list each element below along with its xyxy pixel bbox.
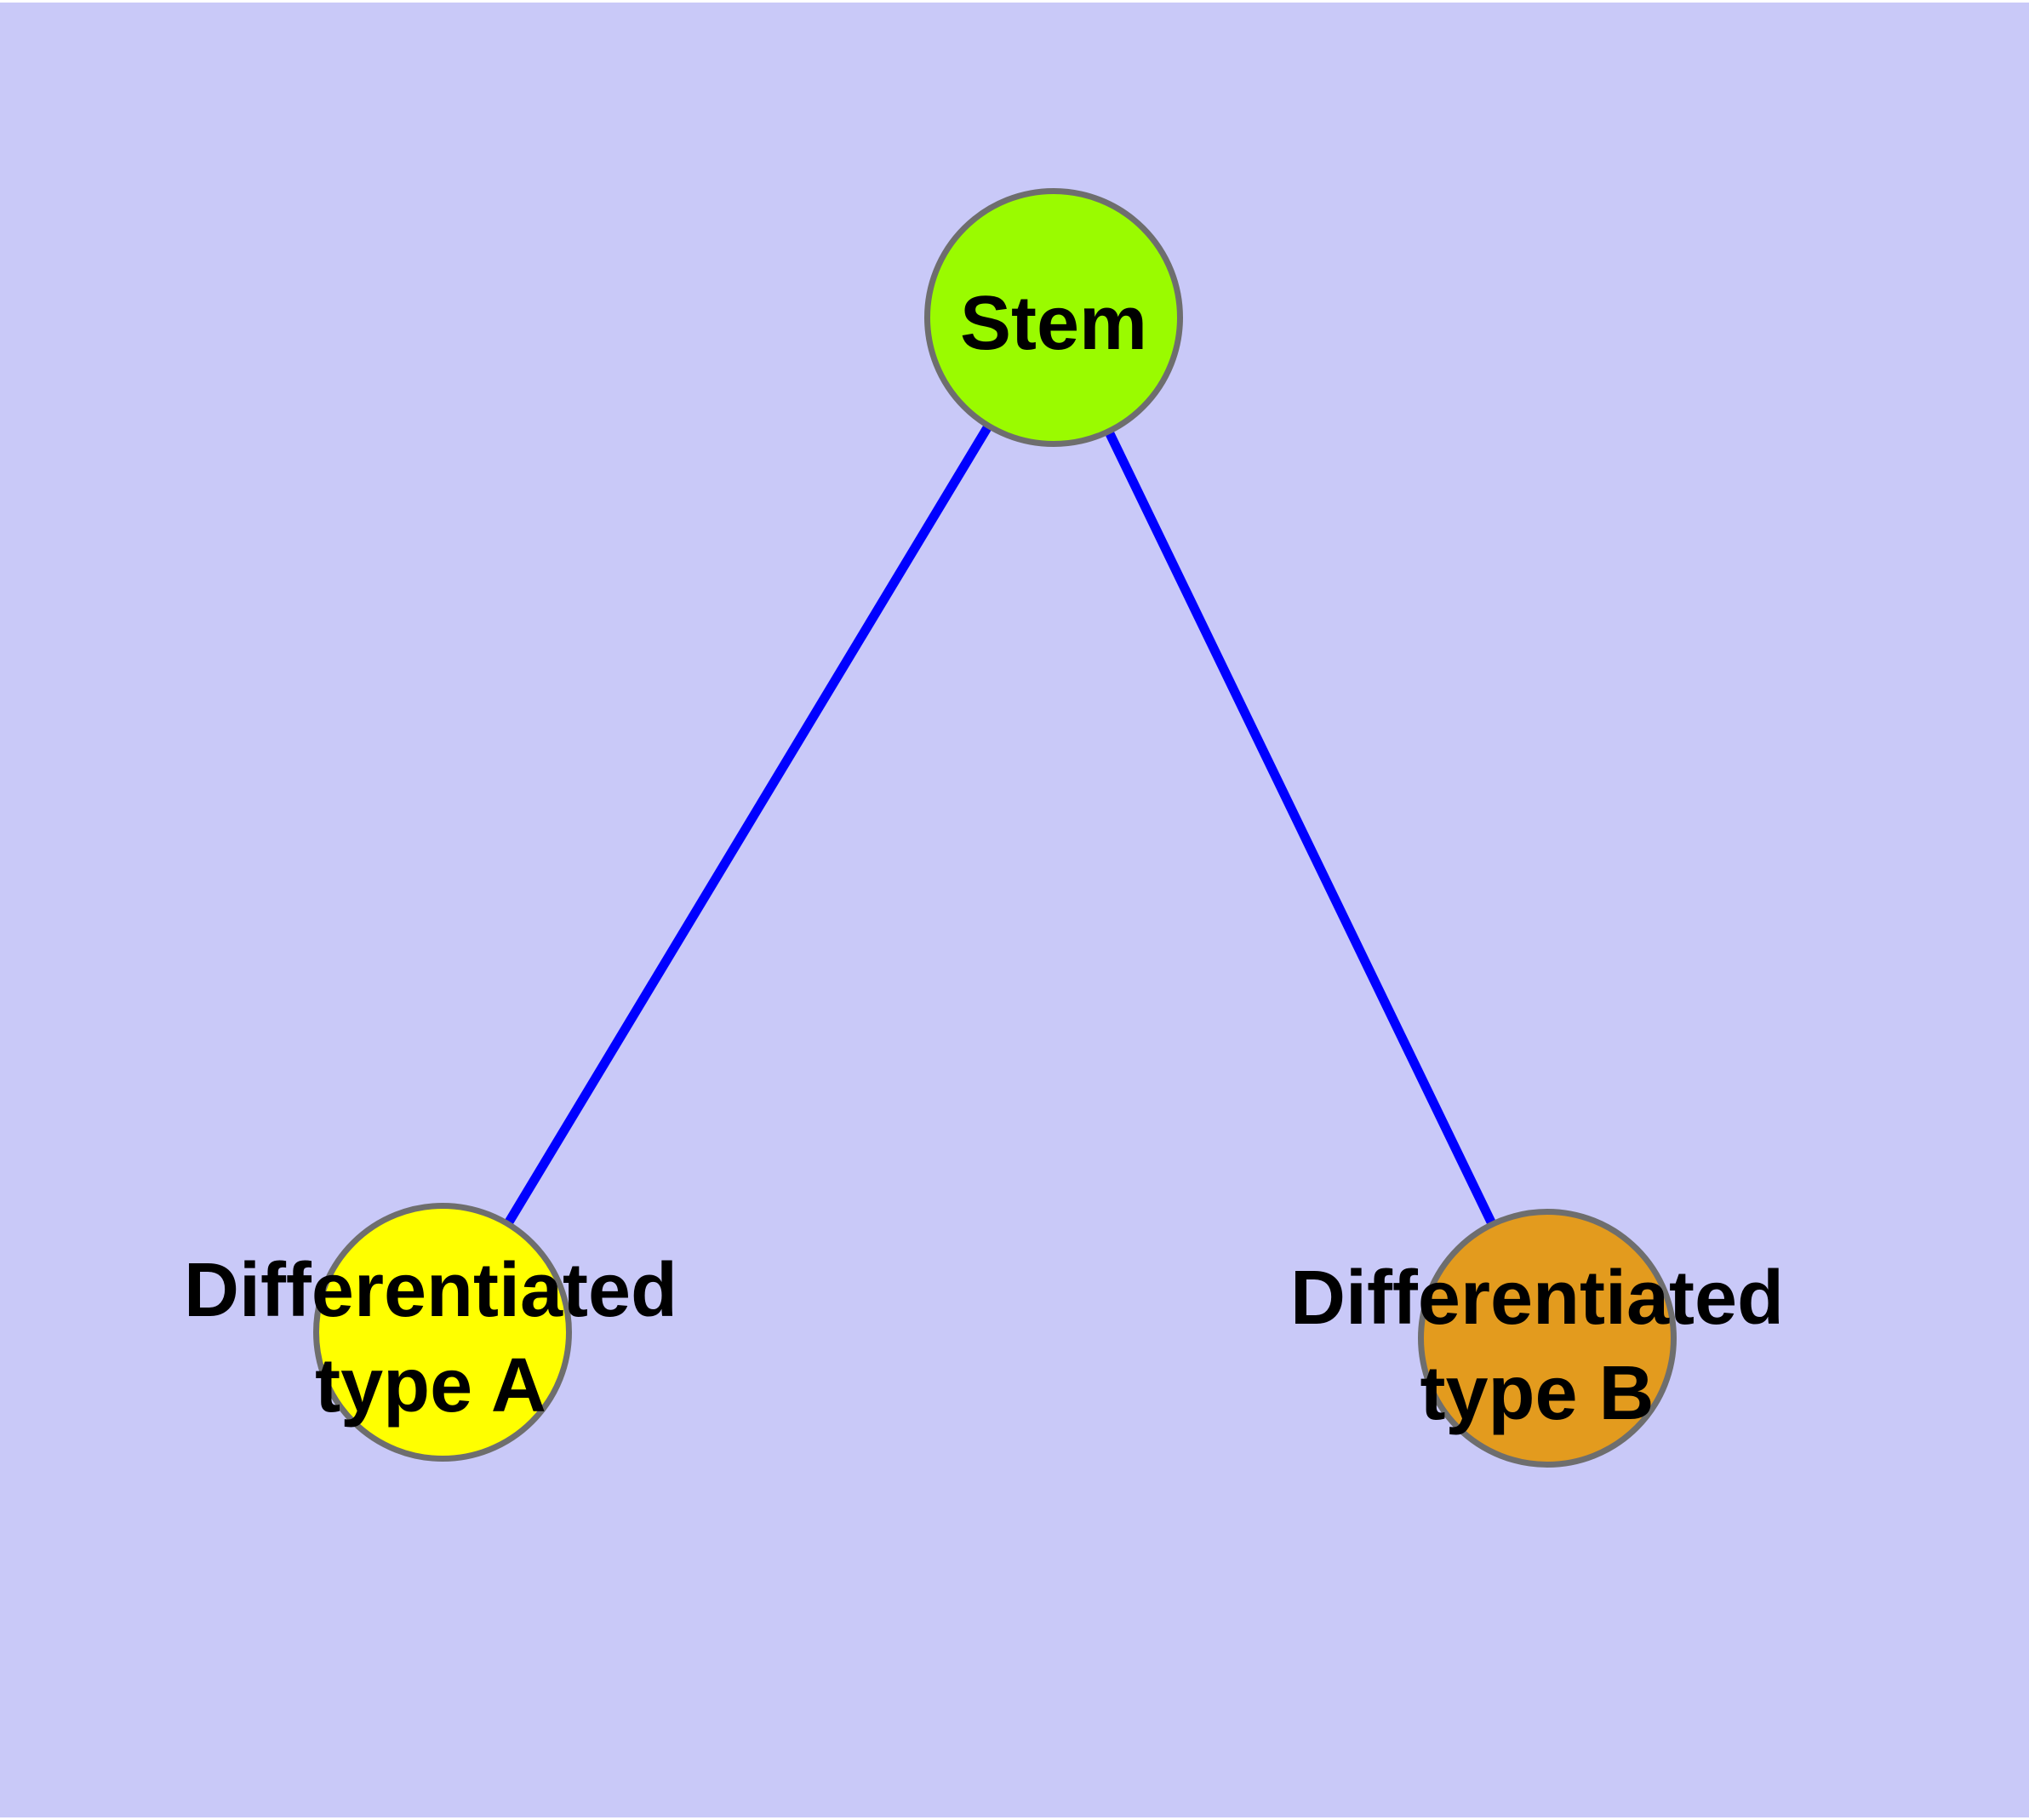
node-stem: Stem xyxy=(924,188,1183,447)
node-stem-label: Stem xyxy=(960,281,1147,366)
node-differentiated-type-b: Differentiated type B xyxy=(1290,1209,1784,1468)
node-differentiated-type-a-circle[interactable] xyxy=(313,1203,572,1462)
edge-stem-to-type-b xyxy=(1049,315,1552,1341)
node-stem-circle[interactable] xyxy=(924,188,1183,447)
edges xyxy=(438,315,1552,1341)
edge-stem-to-type-a xyxy=(438,315,1058,1335)
node-differentiated-type-a-label-line2: type A xyxy=(315,1343,546,1428)
node-differentiated-type-b-label-line2: type B xyxy=(1420,1351,1654,1436)
node-differentiated-type-a-label-line1: Differentiated xyxy=(184,1248,677,1333)
node-differentiated-type-a: Differentiated type A xyxy=(184,1203,677,1462)
node-differentiated-type-b-label-line1: Differentiated xyxy=(1290,1256,1784,1341)
node-differentiated-type-b-circle[interactable] xyxy=(1418,1209,1677,1468)
